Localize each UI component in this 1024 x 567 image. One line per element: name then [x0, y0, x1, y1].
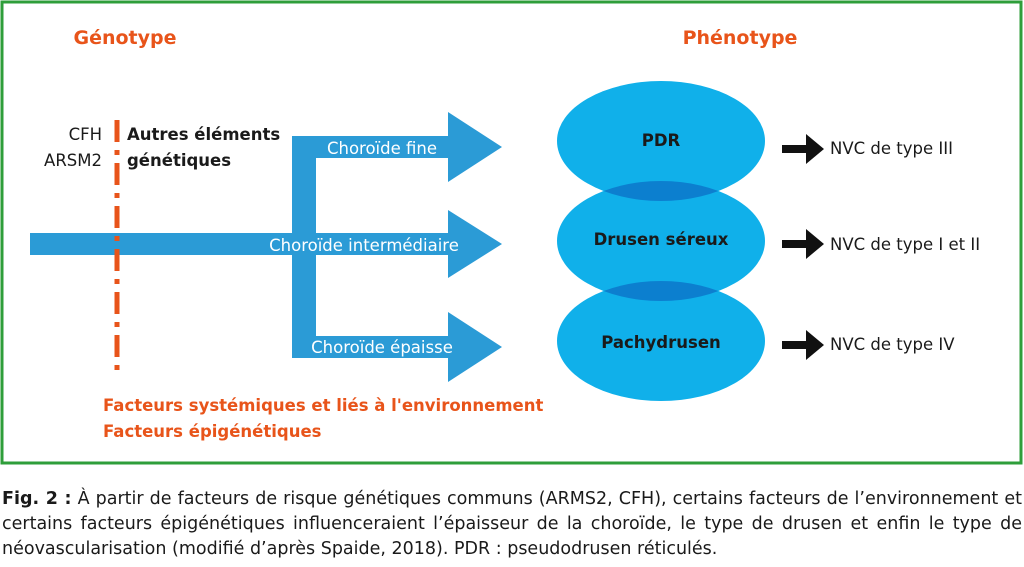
phenotype-label-pdr: PDR [642, 131, 681, 150]
phenotype-heading: Phénotype [683, 27, 798, 49]
figure-caption-text: À partir de facteurs de risque génétique… [2, 489, 1022, 559]
outcome-type-iii: NVC de type III [830, 139, 953, 158]
figure-caption: Fig. 2 : À partir de facteurs de risque … [2, 487, 1022, 562]
epigenetic-factors-label: Facteurs épigénétiques [103, 422, 322, 441]
figure-caption-label: Fig. 2 : [2, 489, 72, 509]
outcome-type-iv: NVC de type IV [830, 335, 955, 354]
outcome-arrow-icon [782, 330, 824, 360]
ellipse-serous-drusen [557, 181, 765, 301]
other-genetic-label-line1: Autres éléments [127, 125, 280, 144]
flow-trunk [292, 136, 316, 358]
flow-label-intermediate: Choroïde intermédiaire [269, 236, 459, 255]
flow-arrow-intermediate [30, 210, 502, 278]
outcome-arrow-icon [782, 229, 824, 259]
phenotype-label-serous-drusen: Drusen séreux [594, 230, 729, 249]
phenotype-label-pachydrusen: Pachydrusen [601, 333, 721, 352]
flow-label-fine: Choroïde fine [327, 139, 437, 158]
phenotype-ellipses [557, 81, 765, 401]
outcome-arrow-icon [782, 134, 824, 164]
gene-cfh-label: CFH [69, 125, 102, 144]
ellipse-pachydrusen [557, 281, 765, 401]
flow-arrow-thick [292, 312, 502, 382]
diagram-frame [0, 0, 1023, 465]
flow-label-thick: Choroïde épaisse [311, 338, 453, 357]
outcome-type-i-ii: NVC de type I et II [830, 235, 980, 254]
genotype-heading: Génotype [73, 27, 176, 49]
flow-arrow-fine [292, 112, 502, 182]
other-genetic-label-line2: génétiques [127, 151, 231, 170]
gene-arsm2-label: ARSM2 [44, 151, 102, 170]
ellipse-pdr [557, 81, 765, 201]
choroid-flow-arrows [30, 112, 502, 382]
systemic-factors-label: Facteurs systémiques et liés à l'environ… [103, 396, 543, 415]
